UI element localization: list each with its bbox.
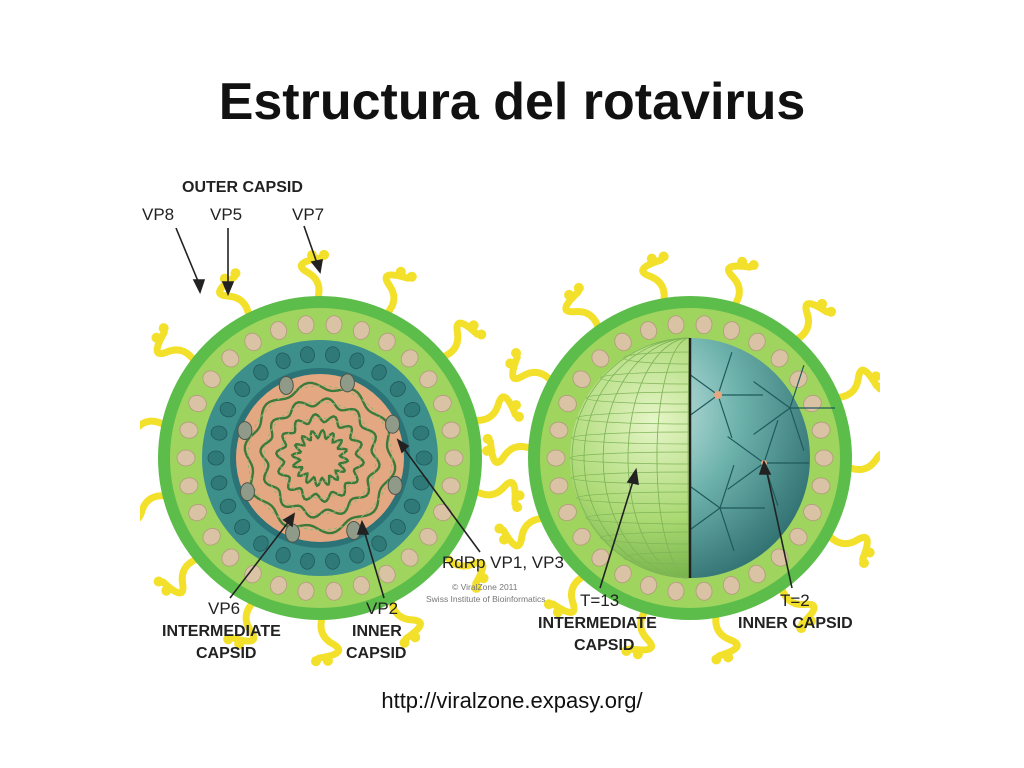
spike-head (159, 323, 169, 333)
arrow-vp8-head (194, 280, 204, 292)
label-intermediate-right-1: INTERMEDIATE (538, 615, 657, 632)
spike-head (564, 290, 574, 300)
spike-head (859, 558, 869, 568)
spike-head (505, 359, 515, 369)
spike (793, 304, 827, 342)
spike-head (469, 320, 479, 330)
spike-head (396, 267, 406, 277)
arrow-vp8 (176, 228, 200, 286)
spike-head (161, 586, 171, 596)
vp6-unit (177, 450, 195, 466)
spike (384, 275, 408, 317)
spike (503, 518, 547, 546)
label-intermediate-left-2: CAPSID (196, 645, 256, 662)
spike-head (865, 547, 875, 557)
slide-title: Estructura del rotavirus (0, 70, 1024, 134)
spike-head (711, 654, 721, 664)
credit-line-2: Swiss Institute of Bioinformatics (426, 594, 546, 604)
rdrp-enzyme (386, 415, 400, 433)
label-outer-capsid: OUTER CAPSID (182, 179, 303, 196)
rdrp-enzyme (279, 376, 293, 394)
rotavirus-diagram: OUTER CAPSID VP8 VP5 VP7 RdRp VP1, VP3 V… (140, 168, 880, 673)
credit-line-1: © ViralZone 2011 (452, 582, 518, 592)
spike (833, 370, 877, 398)
spike-head (574, 283, 584, 293)
label-vp5: VP5 (210, 205, 242, 224)
label-vp7: VP7 (292, 205, 324, 224)
spike-head (230, 268, 240, 278)
core (236, 374, 404, 542)
spike-head (483, 434, 493, 444)
rdrp-enzyme (340, 374, 354, 392)
spike (470, 397, 515, 420)
vp6-unit-right (815, 450, 833, 466)
spike (513, 357, 554, 384)
spike-head (410, 632, 420, 642)
rdrp-enzyme (240, 483, 254, 501)
arrow-vp7-head (312, 260, 322, 272)
spike-head (482, 446, 492, 456)
spike (716, 611, 737, 656)
spike (643, 260, 664, 305)
rdrp-enzyme (388, 476, 402, 494)
spike-head (817, 299, 827, 309)
spike-head (749, 260, 759, 270)
vp2-unit (416, 451, 432, 465)
spike-head (311, 656, 321, 666)
spike-head (647, 254, 657, 264)
spike-head (154, 577, 164, 587)
label-intermediate-left-1: INTERMEDIATE (162, 623, 281, 640)
label-rdrp: RdRp VP1, VP3 (442, 553, 564, 572)
label-vp2: VP2 (366, 599, 398, 618)
spike-head (723, 652, 733, 662)
vp6-unit (445, 450, 463, 466)
label-vp6: VP6 (208, 599, 240, 618)
rdrp-enzyme (238, 422, 252, 440)
spike (157, 332, 196, 364)
label-inner-left-2: CAPSID (346, 645, 406, 662)
source-url: http://viralzone.expasy.org/ (0, 688, 1024, 714)
label-t2: T=2 (780, 591, 810, 610)
spike-head (499, 535, 509, 545)
spike-head (407, 272, 417, 282)
vp6-unit-right (547, 450, 565, 466)
spike-head (476, 329, 486, 339)
label-inner-left-1: INNER (352, 623, 402, 640)
label-intermediate-right-2: CAPSID (574, 637, 634, 654)
spike-head (514, 412, 524, 422)
label-t13: T=13 (580, 591, 619, 610)
spike (826, 532, 867, 559)
spike-head (319, 250, 329, 260)
label-inner-capsid-right: INNER CAPSID (738, 615, 853, 632)
spike-head (512, 502, 522, 512)
label-vp8: VP8 (142, 205, 174, 224)
spike-head (323, 656, 333, 666)
spike-head (151, 333, 161, 343)
spike-head (494, 524, 504, 534)
vp2-unit (208, 451, 224, 465)
spike-head (737, 257, 747, 267)
spike-head (826, 307, 836, 317)
spike-head (659, 252, 669, 262)
spike-head (515, 490, 525, 500)
spike-head (511, 400, 521, 410)
spike-head (511, 348, 521, 358)
